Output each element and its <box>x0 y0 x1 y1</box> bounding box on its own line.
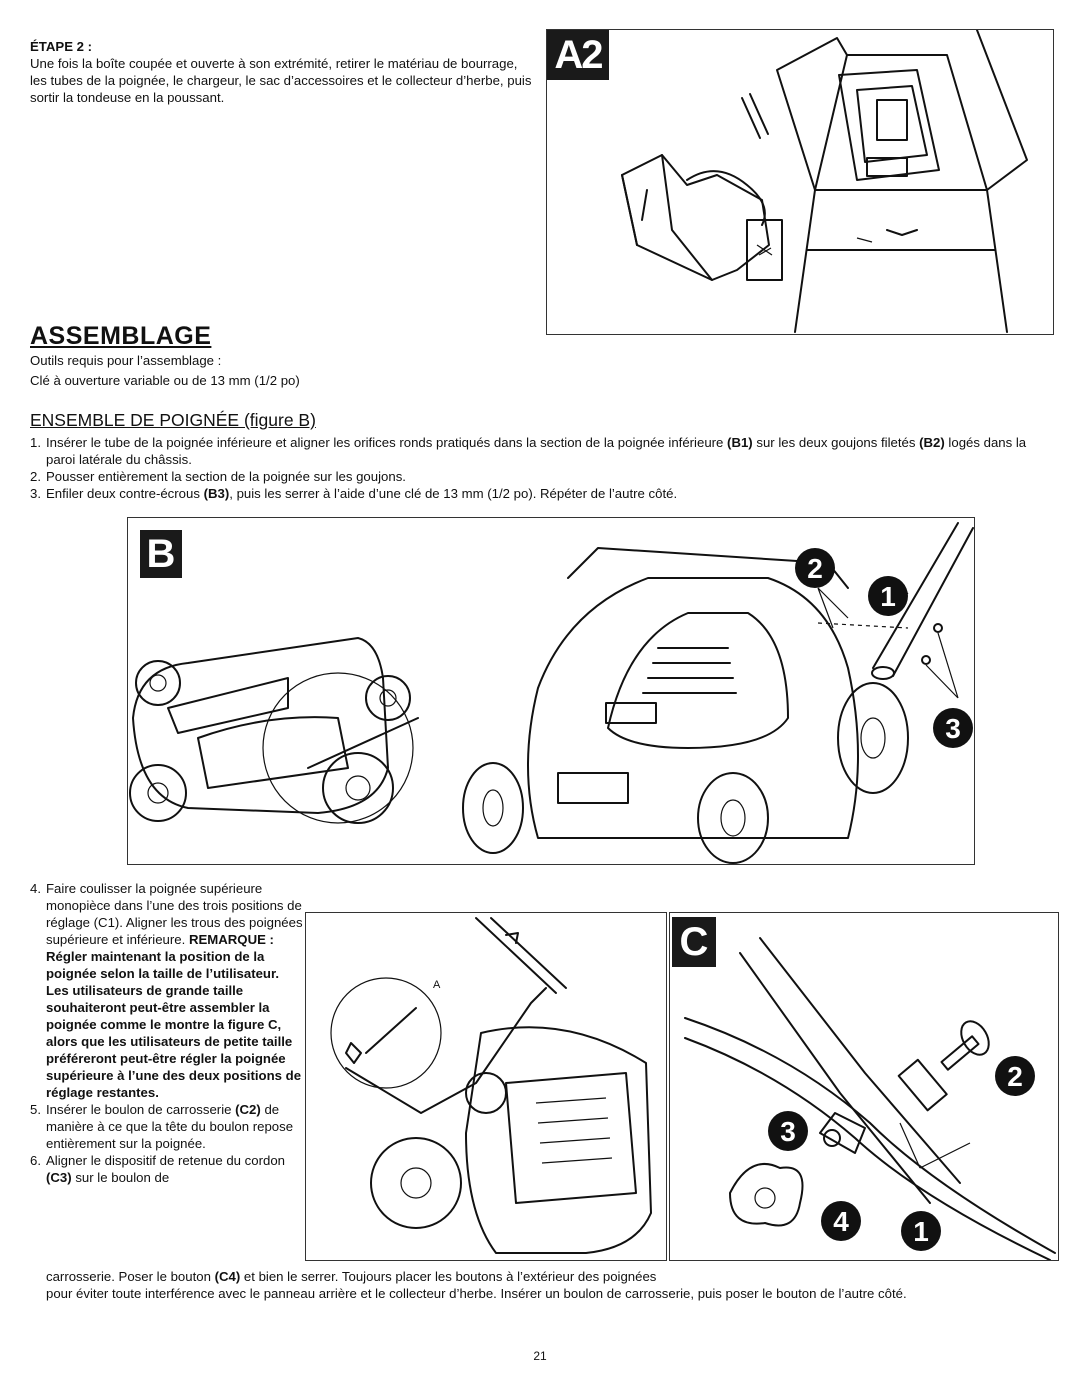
callout-b3: 3 <box>933 708 973 748</box>
etape2-text: Une fois la boîte coupée et ouverte à so… <box>30 56 532 105</box>
figure-a2: A2 <box>546 29 1054 335</box>
bolt-knob-detail-illustration <box>684 937 1056 1260</box>
etape2-section: ÉTAPE 2 : Une fois la boîte coupée et ou… <box>30 38 535 106</box>
callout-b1: 1 <box>868 576 908 616</box>
list-item: 2. Pousser entièrement la section de la … <box>30 469 406 484</box>
step-6-continuation: carrosserie. Poser le bouton (C4) et bie… <box>46 1269 907 1301</box>
tools-required-label: Outils requis pour l’assemblage : <box>30 353 222 368</box>
handle-assembly-heading: ENSEMBLE DE POIGNÉE (figure B) <box>30 410 316 430</box>
callout-c3: 3 <box>768 1111 808 1151</box>
figure-b-label: B <box>140 530 182 578</box>
inset-a-label: A <box>433 979 441 991</box>
figure-b: B 2 1 3 <box>127 517 975 865</box>
page-number: 21 <box>533 1349 547 1363</box>
callout-b2: 2 <box>795 548 835 588</box>
handle-upper-mower-illustration <box>330 917 652 1254</box>
handle-lower-assembly-illustration <box>129 522 974 864</box>
step-6-block: 6. Aligner le dispositif de retenue du c… <box>30 1153 285 1185</box>
step-4-block: 4. Faire coulisser la poignée supérieure… <box>30 880 305 1186</box>
callout-c4: 4 <box>821 1201 861 1241</box>
list-item: 1. Insérer le tube de la poignée inférie… <box>30 435 1027 467</box>
etape2-title: ÉTAPE 2 : <box>30 39 93 54</box>
figure-c-label: C <box>672 917 716 967</box>
callout-c1: 1 <box>901 1211 941 1251</box>
figure-c-mower: A <box>305 912 667 1261</box>
figure-a2-label: A2 <box>547 30 609 80</box>
figure-c-detail: C 2 3 4 1 <box>669 912 1059 1261</box>
handle-assembly-heading-text: ENSEMBLE DE POIGNÉE (figure B) <box>30 410 316 430</box>
tools-required-wrench: Clé à ouverture variable ou de 13 mm (1/… <box>30 373 300 388</box>
assemblage-heading: ASSEMBLAGE <box>30 322 212 350</box>
handle-assembly-steps: 1. Insérer le tube de la poignée inférie… <box>30 434 1030 502</box>
callout-c2: 2 <box>995 1056 1035 1096</box>
box-unpacking-illustration <box>621 30 1028 333</box>
step-5-block: 5. Insérer le boulon de carrosserie (C2)… <box>30 1102 294 1151</box>
list-item: 3. Enfiler deux contre-écrous (B3), puis… <box>30 486 678 501</box>
